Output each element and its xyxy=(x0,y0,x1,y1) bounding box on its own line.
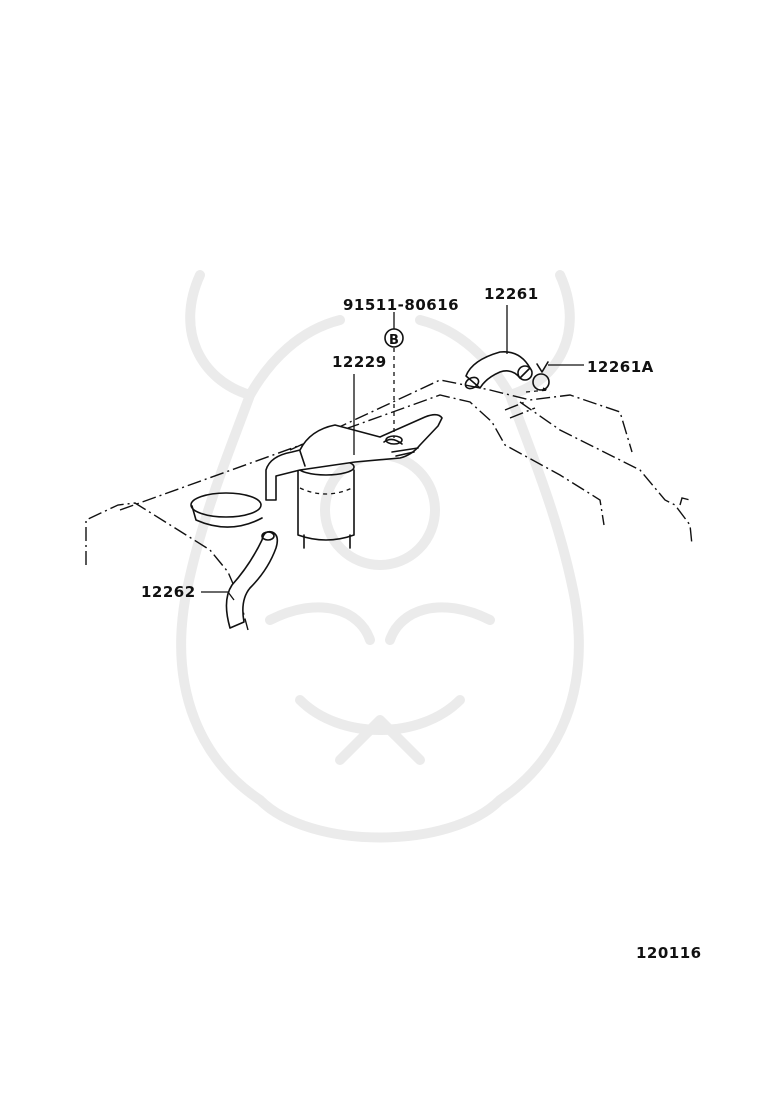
hose-clamp xyxy=(525,361,551,393)
part-label-91511-80616[interactable]: 91511-80616 xyxy=(343,296,459,314)
hose-lower xyxy=(225,530,279,629)
part-label-12262[interactable]: 12262 xyxy=(141,583,196,601)
part-label-12261[interactable]: 12261 xyxy=(484,285,539,303)
bolt-marker-letter: B xyxy=(389,333,399,348)
leader-lines xyxy=(201,305,584,601)
hose-upper xyxy=(464,351,533,390)
part-label-12261a[interactable]: 12261A xyxy=(587,358,654,376)
watermark-logo xyxy=(176,270,584,843)
diagram-code: 120116 xyxy=(636,944,702,962)
filler-tube xyxy=(190,458,355,549)
bolt-marker: B xyxy=(384,328,404,348)
part-label-12229[interactable]: 12229 xyxy=(332,353,387,371)
